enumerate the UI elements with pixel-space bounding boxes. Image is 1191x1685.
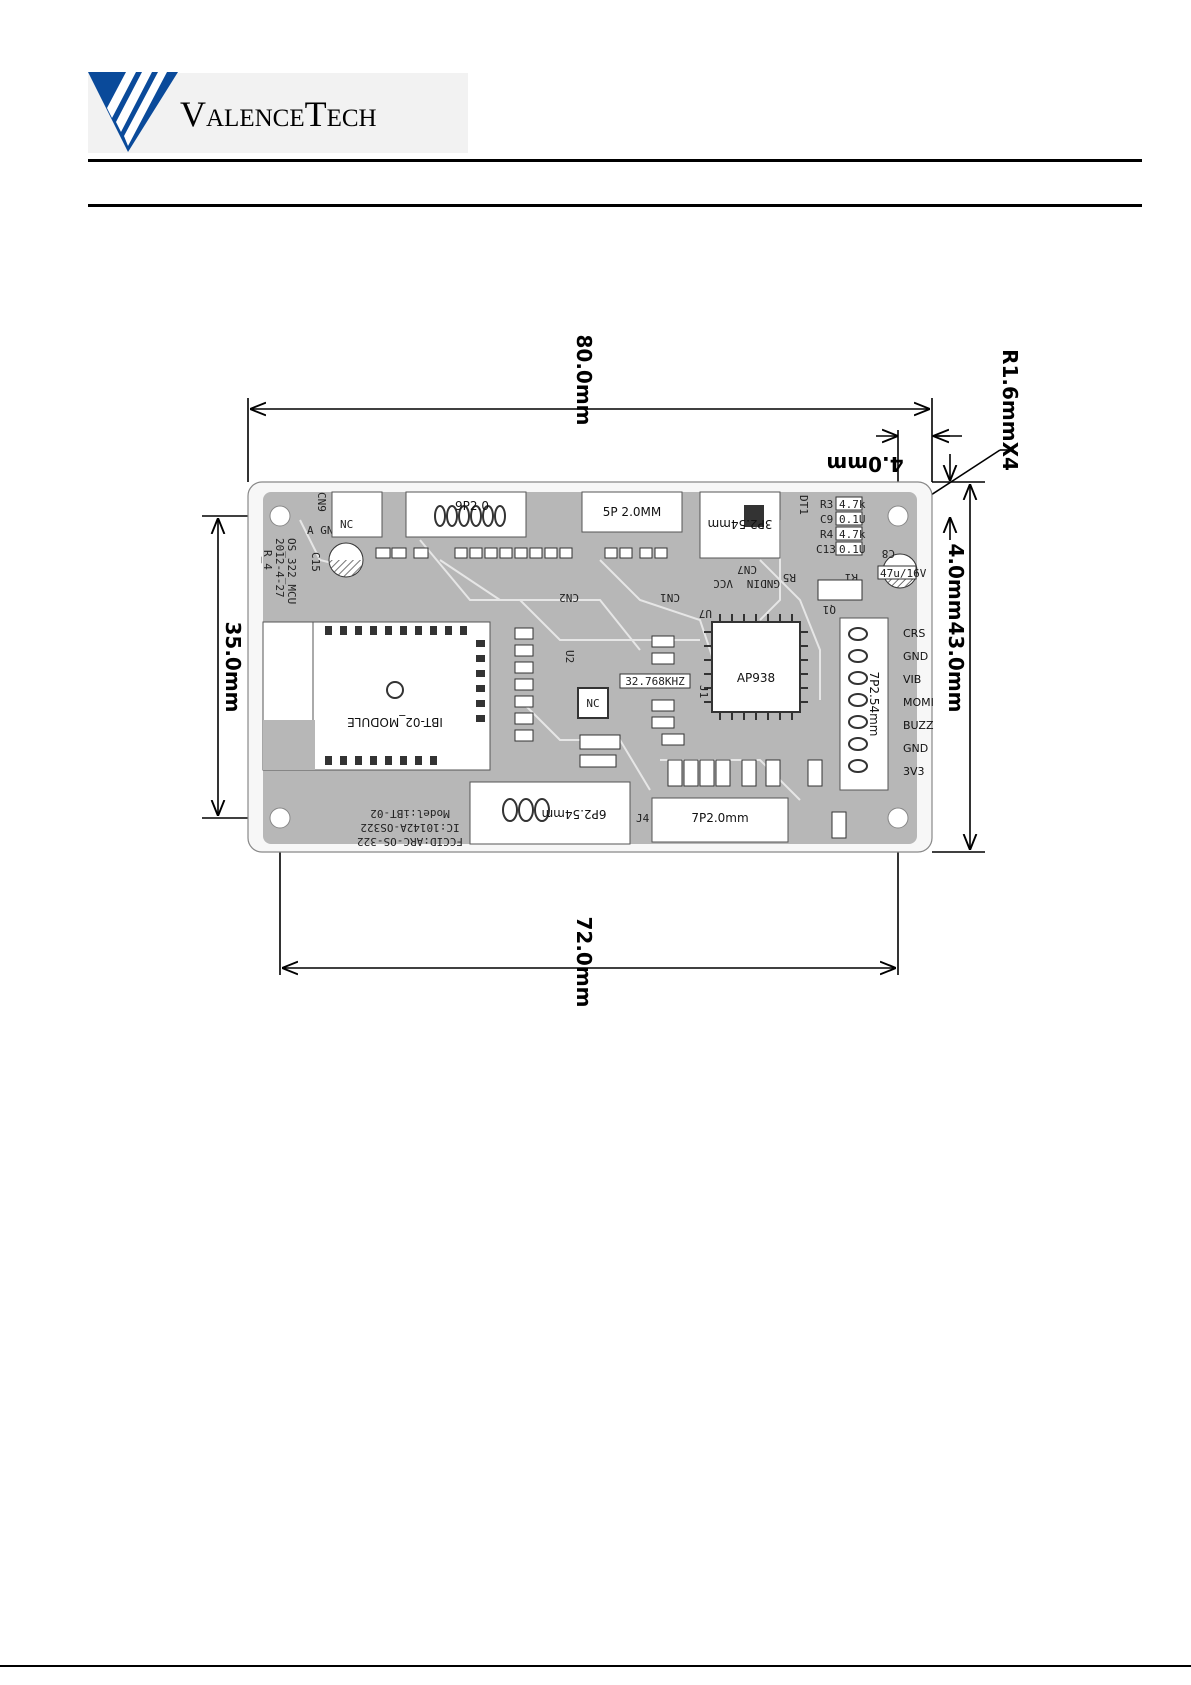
- tr-value-2: 0.1U: [839, 513, 866, 526]
- dim-height-label: 43.0mm: [944, 621, 968, 712]
- ref-cn1: CN1: [660, 591, 680, 604]
- connector-7p20-label: 7P2.0mm: [691, 811, 748, 825]
- valencetech-logo-mark: [88, 72, 178, 152]
- pin-label-4: MOMI: [903, 696, 934, 709]
- nc-chip-label: NC: [586, 697, 599, 710]
- vcc-label: VCC: [713, 577, 733, 590]
- chip-label: AP938: [737, 671, 775, 685]
- pin-label-7: 3V3: [903, 765, 925, 778]
- ref-cn2: CN2: [559, 591, 579, 604]
- ref-u7: U7: [699, 607, 712, 620]
- dim-hole-x-label: 72.0mm: [572, 916, 596, 1007]
- ref-r4: R4: [820, 528, 834, 541]
- pin-label-5: BUZZ: [903, 719, 934, 732]
- ref-cn9: CN9: [315, 492, 328, 512]
- fccid-line-3: Model:iBT-02: [370, 807, 449, 820]
- ref-c8: C8: [882, 547, 895, 560]
- ref-u2: U2: [563, 650, 576, 663]
- board-title-line-3: R_4: [261, 550, 274, 570]
- ref-dt1: DT1: [797, 495, 810, 515]
- ref-r5: R5: [783, 571, 796, 584]
- pcb-board: IBT-02_MODULE OS_322_MCU 2012-4-27 R_4 A…: [247, 481, 934, 853]
- ref-q1: Q1: [823, 603, 836, 616]
- connector-7p254-label: 7P2.54mm: [867, 672, 881, 737]
- ref-c9: C9: [820, 513, 833, 526]
- pin-label-6: GND: [903, 742, 928, 755]
- module-label: IBT-02_MODULE: [347, 715, 443, 729]
- tr-value-3: 4.7k: [839, 528, 866, 541]
- ref-j4: J4: [636, 812, 650, 825]
- dim-edge-x-label: 4.0mm: [826, 452, 903, 476]
- tr-value-4: 0.1U: [839, 543, 866, 556]
- pin-label-1: CRS: [903, 627, 925, 640]
- fccid-line-2: IC:10142A-OS322: [360, 821, 459, 834]
- footer-rule: [0, 1665, 1191, 1667]
- connector-6p-label: 6P2.54mm: [542, 807, 607, 821]
- crystal-label: 32.768KHZ: [625, 675, 685, 688]
- dim-width-label: 80.0mm: [572, 334, 596, 425]
- dimension-labels: 80.0mm 72.0mm 35.0mm 43.0mm 4.0mm 4.0mm …: [221, 334, 1022, 1007]
- dim-radius-label: R1.6mmX4: [998, 349, 1022, 471]
- ref-c13: C13: [816, 543, 836, 556]
- tr-value-1: 4.7k: [839, 498, 866, 511]
- ref-cn7: CN7: [737, 563, 757, 576]
- gnd-label: GND: [760, 577, 780, 590]
- in-label: IN: [747, 577, 760, 590]
- cap-value-label: 47u/16V: [880, 567, 927, 580]
- brand-name: VALENCETECH: [180, 94, 377, 134]
- header-rule-bottom: [88, 204, 1142, 207]
- connector-5p-label: 5P 2.0MM: [603, 505, 661, 519]
- board-title-line-1: OS_322_MCU: [285, 538, 298, 604]
- connector-9p-label: 9P2.0: [455, 499, 489, 513]
- pin-label-3: VIB: [903, 673, 921, 686]
- cn9-nc-label: NC: [340, 518, 353, 531]
- fccid-line-1: FCCID:ARC-OS-322: [357, 835, 463, 848]
- connector-3p-label: 3P2.54mm: [708, 517, 773, 531]
- header-rule-top: [88, 159, 1142, 162]
- ref-r3: R3: [820, 498, 833, 511]
- board-title-line-2: 2012-4-27: [273, 538, 286, 598]
- ref-c15: C15: [309, 552, 322, 572]
- pin-label-2: GND: [903, 650, 928, 663]
- dim-hole-y-label: 35.0mm: [221, 621, 245, 712]
- ref-j1: J1: [697, 685, 710, 698]
- dim-edge-y-label: 4.0mm: [944, 543, 968, 620]
